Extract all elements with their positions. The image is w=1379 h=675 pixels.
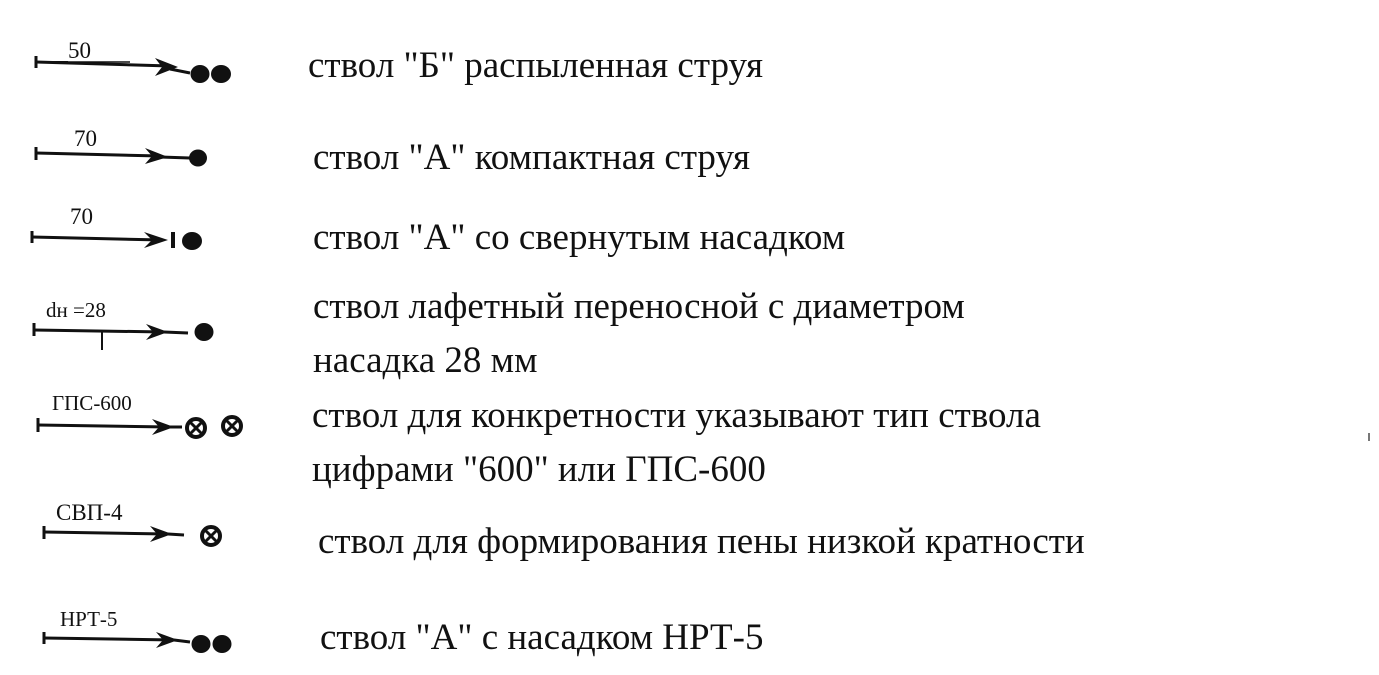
dot-icon [182,232,202,250]
dot-icon [191,635,211,653]
nozzle-b-spray-symbol: 50 [34,38,231,83]
portable-monitor-nozzle-symbol: dн =28 [32,298,214,350]
crossed-circle-icon [221,415,243,437]
description-line: насадка 28 мм [313,340,538,381]
crossed-circle-icon [185,417,207,439]
legend-description: ствол для формирования пены низкой кратн… [318,515,1085,569]
dot-icon [194,323,214,341]
nozzle-a-compact-symbol: 70 [34,126,207,167]
description-line: ствол для формирования пены низкой кратн… [318,521,1085,562]
dot-icon [211,65,231,83]
nozzle-a-nrt5-symbol: НРТ-5 [42,607,232,653]
description-line: ствол для конкретности указывают тип ств… [312,395,1041,436]
legend-description: ствол лафетный переносной с диаметром на… [313,280,965,388]
description-line: ствол "А" со свернутым насадком [313,217,846,258]
description-line: ствол "Б" распыленная струя [308,45,764,86]
dot-icon [212,635,232,653]
symbol-label: ГПС-600 [52,391,132,415]
scan-speck [1368,433,1370,441]
dot-icon [190,65,210,83]
symbol-label: dн =28 [46,298,106,322]
legend-description: ствол "Б" распыленная струя [308,39,763,93]
legend-description: ствол "А" со свернутым насадком [313,211,845,265]
description-line: ствол лафетный переносной с диаметром [313,286,965,327]
crossed-circle-icon [200,525,222,547]
description-line: ствол "А" компактная струя [313,137,751,178]
nozzle-a-folded-symbol: 70 [30,204,202,250]
legend-description: ствол "А" компактная струя [313,131,750,185]
description-line: цифрами "600" или ГПС-600 [312,449,766,490]
dot-icon [189,149,207,167]
description-line: ствол "А" с насадком НРТ-5 [320,617,764,658]
symbol-label: 70 [70,204,93,229]
symbol-label: 50 [68,38,91,63]
symbol-label: 70 [74,126,97,151]
legend-description: ствол для конкретности указывают тип ств… [312,389,1041,497]
low-expansion-foam-nozzle-symbol: СВП-4 [42,500,222,547]
legend-description: ствол "А" с насадком НРТ-5 [320,611,763,665]
symbol-label: НРТ-5 [60,607,117,631]
symbol-label: СВП-4 [56,500,123,525]
foam-generator-gps-symbol: ГПС-600 [36,391,243,439]
